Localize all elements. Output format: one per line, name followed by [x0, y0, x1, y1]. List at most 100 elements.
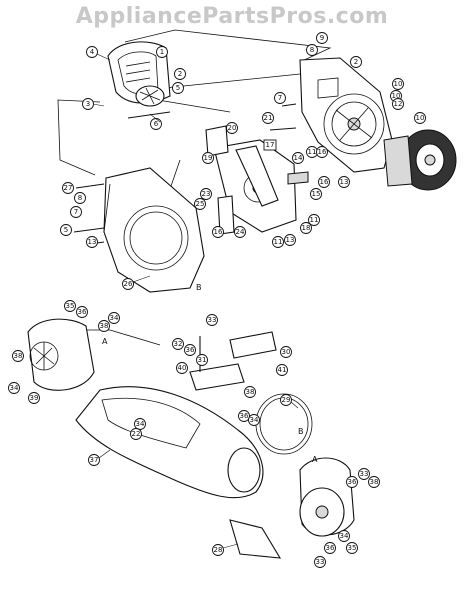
svg-text:11: 11 [274, 238, 283, 246]
callout-4: 4 [86, 46, 98, 58]
left-fan-cover [27, 318, 95, 391]
svg-text:3: 3 [86, 100, 90, 108]
svg-text:6: 6 [154, 120, 159, 128]
svg-text:7: 7 [278, 94, 282, 102]
letter-a: A [102, 337, 108, 346]
callout-34c: 34 [248, 414, 260, 426]
svg-text:11: 11 [310, 216, 319, 224]
svg-text:19: 19 [204, 154, 213, 162]
svg-text:15: 15 [312, 190, 321, 198]
svg-text:25: 25 [196, 200, 205, 208]
assembly-line [144, 73, 301, 91]
svg-text:1: 1 [160, 48, 164, 56]
svg-text:2: 2 [178, 70, 182, 78]
svg-text:4: 4 [90, 48, 95, 56]
svg-text:17: 17 [266, 141, 275, 149]
svg-text:16: 16 [320, 178, 329, 186]
callout-20: 20 [226, 122, 238, 134]
callout-9: 9 [316, 32, 328, 44]
watermark: AppliancePartsPros.com [75, 4, 389, 29]
svg-text:27: 27 [64, 184, 73, 192]
callout-34e: 34 [338, 530, 350, 542]
svg-text:29: 29 [282, 396, 291, 404]
svg-text:31: 31 [198, 356, 207, 364]
callouts: 4 1 2 5 3 6 9 8 2 10 10 12 10 7 21 20 17… [8, 32, 426, 568]
svg-text:32: 32 [174, 340, 183, 348]
callout-29: 29 [280, 394, 292, 406]
callout-10: 10 [392, 78, 404, 90]
svg-text:34: 34 [10, 384, 19, 392]
callout-39: 39 [28, 392, 40, 404]
callout-38: 38 [98, 320, 110, 332]
svg-text:10: 10 [392, 92, 401, 100]
svg-text:38: 38 [370, 478, 379, 486]
svg-text:34: 34 [110, 314, 119, 322]
callout-16: 16 [316, 146, 328, 158]
svg-text:40: 40 [178, 364, 187, 372]
svg-text:41: 41 [278, 366, 287, 374]
svg-text:12: 12 [394, 100, 403, 108]
callout-38d: 38 [368, 476, 380, 488]
callout-10c: 10 [414, 112, 426, 124]
svg-text:33: 33 [360, 470, 369, 478]
callout-36d: 36 [346, 476, 358, 488]
callout-16b: 16 [318, 176, 330, 188]
discharge-chute [75, 386, 264, 499]
svg-text:35: 35 [66, 302, 75, 310]
callout-8b: 8 [74, 192, 86, 204]
callout-37: 37 [88, 454, 100, 466]
callout-11: 11 [306, 146, 318, 158]
svg-text:38: 38 [14, 352, 23, 360]
callout-3: 3 [82, 98, 94, 110]
svg-text:13: 13 [286, 236, 295, 244]
callout-21: 21 [262, 112, 274, 124]
callout-7b: 7 [70, 206, 82, 218]
bracket [205, 125, 229, 157]
svg-text:34: 34 [136, 420, 145, 428]
callout-6: 6 [150, 118, 162, 130]
screws [73, 103, 297, 245]
callout-7: 7 [274, 92, 286, 104]
svg-text:26: 26 [124, 280, 133, 288]
callout-31: 31 [196, 354, 208, 366]
assembly-line [157, 99, 231, 113]
callout-33c: 33 [314, 556, 326, 568]
callout-16c: 16 [212, 226, 224, 238]
callout-38b: 38 [12, 350, 24, 362]
tension-arm [235, 145, 279, 207]
callout-5: 5 [172, 82, 184, 94]
blower-housing [103, 167, 205, 293]
callout-27: 27 [62, 182, 74, 194]
svg-text:8: 8 [78, 194, 82, 202]
callout-35: 35 [64, 300, 76, 312]
svg-text:2: 2 [354, 58, 358, 66]
callout-34d: 34 [134, 418, 146, 430]
callout-1: 1 [156, 46, 168, 58]
assembly-line [57, 99, 101, 176]
svg-text:34: 34 [250, 416, 259, 424]
svg-text:38: 38 [246, 388, 255, 396]
callout-13b: 13 [86, 236, 98, 248]
svg-text:36: 36 [78, 308, 87, 316]
chute-bracket [189, 363, 245, 391]
callout-13c: 13 [284, 234, 296, 246]
impeller [135, 85, 165, 107]
svg-text:20: 20 [228, 124, 237, 132]
svg-text:23: 23 [202, 190, 211, 198]
svg-text:14: 14 [294, 154, 303, 162]
deflector [229, 519, 282, 559]
svg-text:28: 28 [214, 546, 223, 554]
svg-text:30: 30 [282, 348, 291, 356]
callout-33: 33 [206, 314, 218, 326]
spacer [287, 171, 309, 185]
callout-34b: 34 [8, 382, 20, 394]
rear-frame [299, 57, 393, 173]
shaft [127, 111, 171, 119]
callout-2b: 2 [350, 56, 362, 68]
callout-24: 24 [234, 226, 246, 238]
letter-b: B [298, 427, 304, 436]
handle-bracket [229, 331, 277, 359]
callout-26: 26 [122, 278, 134, 290]
callout-23: 23 [200, 188, 212, 200]
svg-text:22: 22 [132, 430, 141, 438]
